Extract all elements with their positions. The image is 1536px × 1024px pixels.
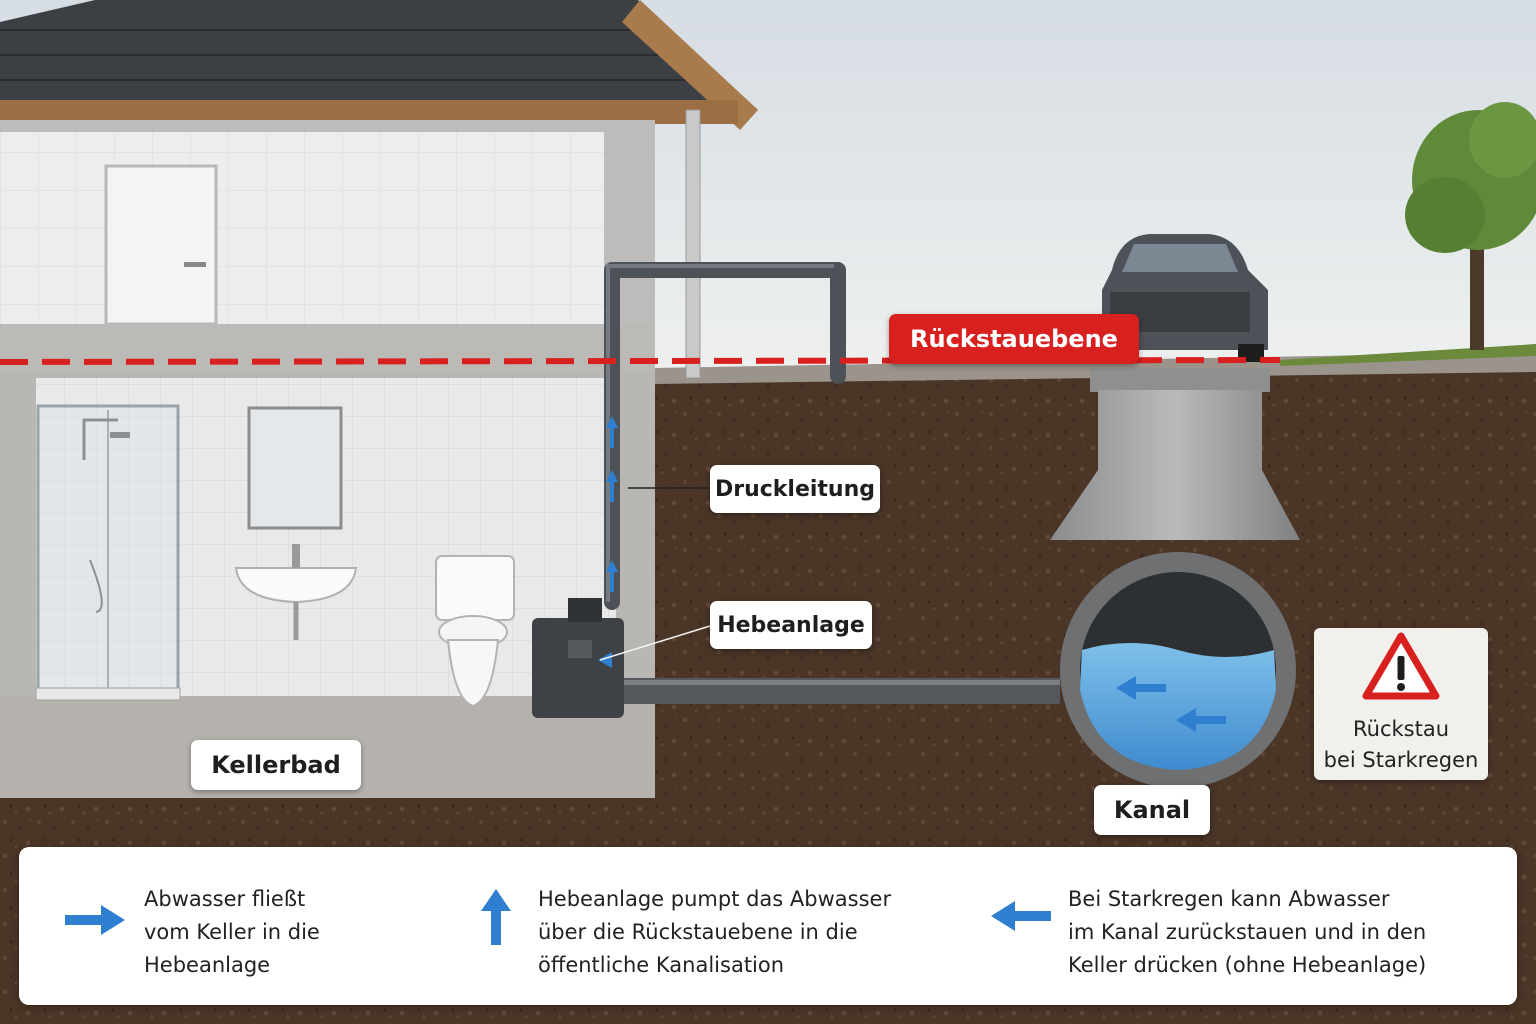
- legend-item-inflow: Abwasser fließt vom Keller in die Hebean…: [19, 847, 479, 1005]
- arrow-up-icon: [481, 889, 511, 945]
- downpipe: [685, 109, 701, 379]
- hebeanlage-leader: [599, 625, 711, 661]
- door: [104, 164, 218, 326]
- hebeanlage-label: Hebeanlage: [710, 601, 872, 649]
- arrow-left-icon: [991, 901, 1051, 931]
- kellerbad-label: Kellerbad: [191, 740, 361, 790]
- toilet: [435, 555, 515, 708]
- warning-triangle-icon: [1362, 632, 1440, 700]
- flow-arrow-into-station: [598, 652, 612, 668]
- rueckstauebene-label: Rückstauebene: [889, 314, 1139, 364]
- warning-line-1: Rückstau: [1352, 717, 1450, 741]
- druckleitung-label: Druckleitung: [710, 465, 880, 513]
- warning-line-2: bei Starkregen: [1323, 748, 1479, 772]
- flow-arrows-up: [606, 416, 618, 592]
- mirror: [247, 406, 343, 530]
- backflow-warning-panel: Rückstau bei Starkregen: [1314, 628, 1488, 780]
- arrow-right-icon: [65, 905, 125, 935]
- legend-panel: Abwasser fließt vom Keller in die Hebean…: [19, 847, 1517, 1005]
- pressure-pipe-highlight: [606, 264, 834, 602]
- sewer-shaft: [1050, 368, 1300, 788]
- sink: [234, 544, 358, 640]
- legend-item-pumping: Hebeanlage pumpt das Abwasser über die R…: [479, 847, 979, 1005]
- backflow-arrows: [1116, 676, 1226, 732]
- car: [1102, 234, 1268, 362]
- legend-item-backflow: Bei Starkregen kann Abwasser im Kanal zu…: [979, 847, 1517, 1005]
- lifting-station: [532, 598, 624, 718]
- house-roof: [0, 0, 758, 130]
- upper-room: [0, 132, 604, 324]
- shower: [35, 404, 181, 701]
- floor-slab: [0, 324, 655, 374]
- kanal-label: Kanal: [1094, 785, 1210, 835]
- tree: [1405, 102, 1536, 350]
